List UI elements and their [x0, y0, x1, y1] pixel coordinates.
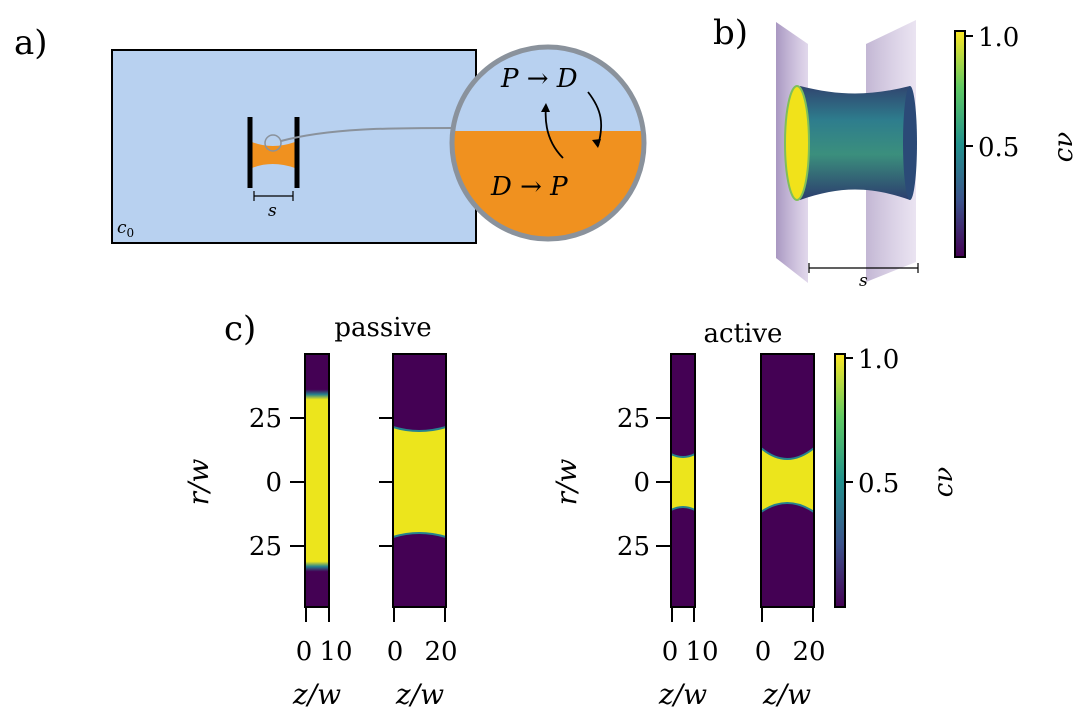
zoom-circle-content — [452, 47, 644, 239]
colorbar-b-tick-mid: 0.5 — [978, 133, 1019, 163]
svg-text:z/w: z/w — [658, 678, 707, 711]
panel-b-label: b) — [713, 13, 748, 53]
heatmap-active-narrow — [670, 353, 696, 608]
svg-text:0: 0 — [387, 637, 404, 667]
panel-b: b) s 1.0 0.5 cν — [713, 13, 1079, 291]
svg-text:25: 25 — [617, 532, 650, 562]
concentration-label: c0 — [117, 218, 134, 240]
cylinder-body — [800, 86, 910, 200]
svg-text:20: 20 — [792, 637, 825, 667]
passive-x-axes: 0 10 0 20 z/w z/w — [292, 608, 458, 711]
svg-text:0: 0 — [662, 637, 679, 667]
active-x-axes: 0 10 0 20 z/w z/w — [658, 608, 826, 711]
active-y-axis: 25 0 25 r/w — [550, 404, 670, 562]
passive-y-axis: 25 0 25 r/w — [182, 404, 392, 562]
active-ylabel: r/w — [550, 459, 583, 506]
title-active: active — [704, 319, 783, 349]
panel-a-label: a) — [14, 23, 48, 63]
svg-text:0: 0 — [296, 637, 313, 667]
colorbar-c — [834, 353, 846, 608]
heatmap-passive-wide — [392, 353, 447, 608]
panel-c: c) passive active — [182, 309, 959, 711]
spacing-label-a: s — [268, 201, 277, 221]
passive-ylabel: r/w — [182, 459, 215, 506]
svg-text:20: 20 — [424, 637, 457, 667]
panel-c-label: c) — [224, 309, 256, 349]
colorbar-c-tick-top: 1.0 — [858, 345, 899, 375]
svg-text:0: 0 — [633, 468, 650, 498]
svg-text:25: 25 — [617, 404, 650, 434]
reaction-d-to-p: D → P — [490, 172, 568, 202]
zoom-connector — [280, 127, 453, 142]
colorbar-b-tick-top: 1.0 — [978, 23, 1019, 53]
spacing-label-b: s — [859, 271, 868, 291]
colorbar-c-tick-mid: 0.5 — [858, 469, 899, 499]
svg-text:z/w: z/w — [395, 678, 444, 711]
zoom-marker — [264, 134, 282, 152]
cylinder-cap — [784, 85, 810, 201]
zoom-circle — [449, 44, 647, 242]
colorbar-b — [954, 30, 966, 258]
colorbar-b-label: cν — [1049, 132, 1079, 163]
svg-text:z/w: z/w — [292, 678, 341, 711]
svg-text:25: 25 — [249, 532, 282, 562]
droplet-bridge — [252, 142, 295, 168]
heatmap-passive-narrow — [304, 353, 330, 608]
svg-text:25: 25 — [249, 404, 282, 434]
heatmap-active-wide — [760, 353, 815, 608]
svg-text:10: 10 — [319, 637, 352, 667]
panel-a: a) s c0 P → D D → P — [14, 23, 647, 244]
svg-text:z/w: z/w — [762, 678, 811, 711]
colorbar-c-label: cν — [929, 467, 959, 498]
reaction-p-to-d: P → D — [500, 64, 578, 94]
svg-text:0: 0 — [265, 468, 282, 498]
title-passive: passive — [334, 313, 431, 343]
svg-text:10: 10 — [685, 637, 718, 667]
svg-text:0: 0 — [755, 637, 772, 667]
